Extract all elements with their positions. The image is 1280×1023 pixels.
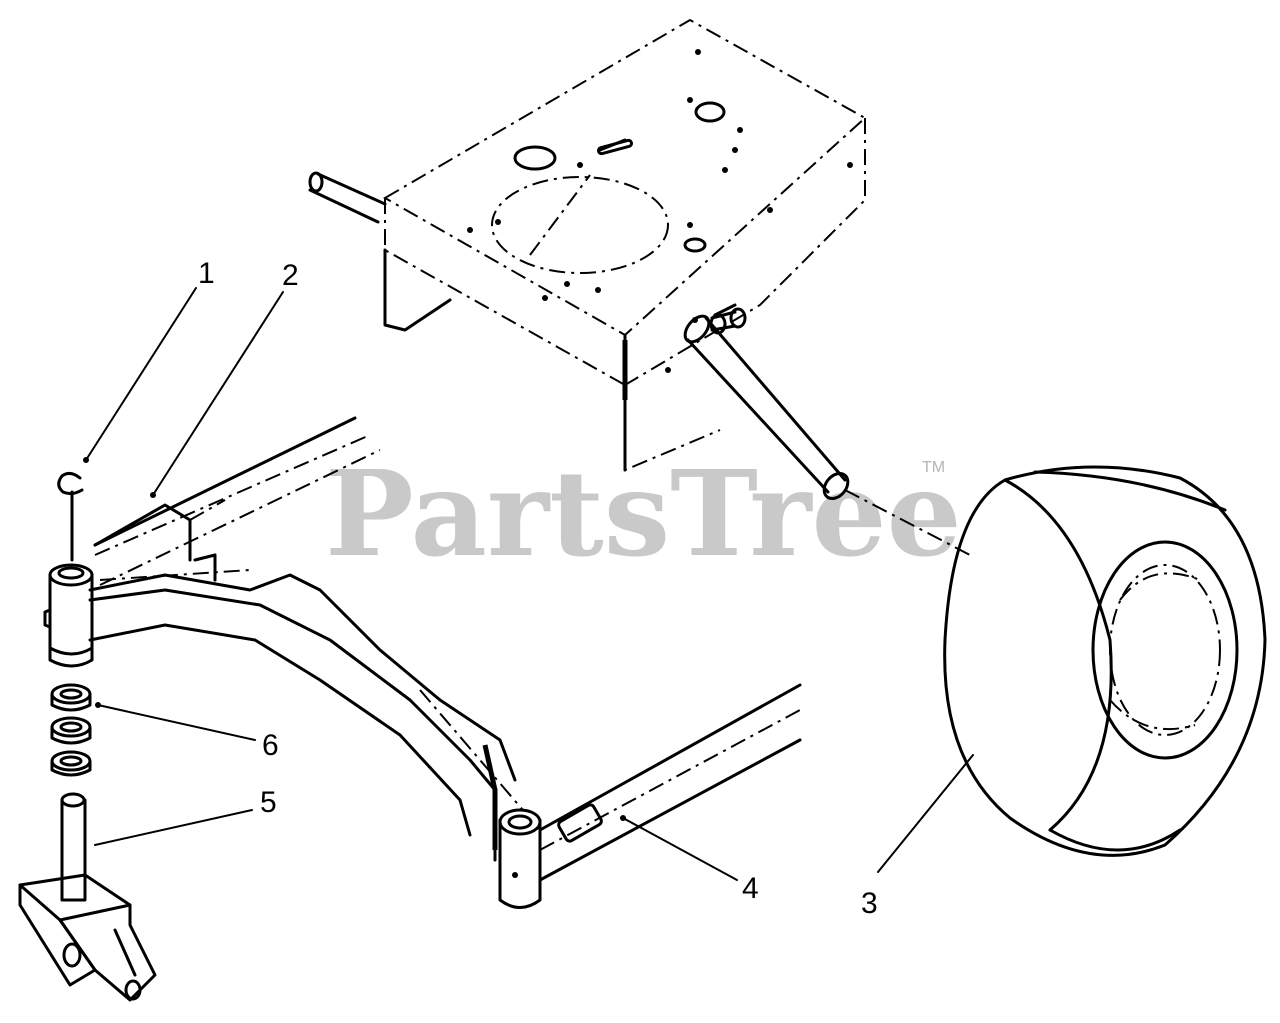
watermark-trademark: TM <box>922 459 945 476</box>
bearings <box>50 683 92 777</box>
spindle-fork <box>18 792 157 1002</box>
chassis-frame <box>382 18 867 472</box>
leader-lines <box>83 287 974 881</box>
callout-4: 4 <box>742 872 759 905</box>
tire <box>943 465 1267 857</box>
steering-arm <box>43 553 542 909</box>
callout-5: 5 <box>260 786 277 819</box>
watermark-text: PartsTree <box>325 444 962 583</box>
front-axle <box>93 416 802 882</box>
right-axle-stub <box>683 314 971 556</box>
callout-1: 1 <box>198 257 215 290</box>
callout-6: 6 <box>262 729 279 762</box>
callout-2: 2 <box>282 259 299 292</box>
left-axle-stub <box>308 171 387 224</box>
retaining-ring <box>57 471 84 562</box>
callout-3: 3 <box>861 887 878 920</box>
